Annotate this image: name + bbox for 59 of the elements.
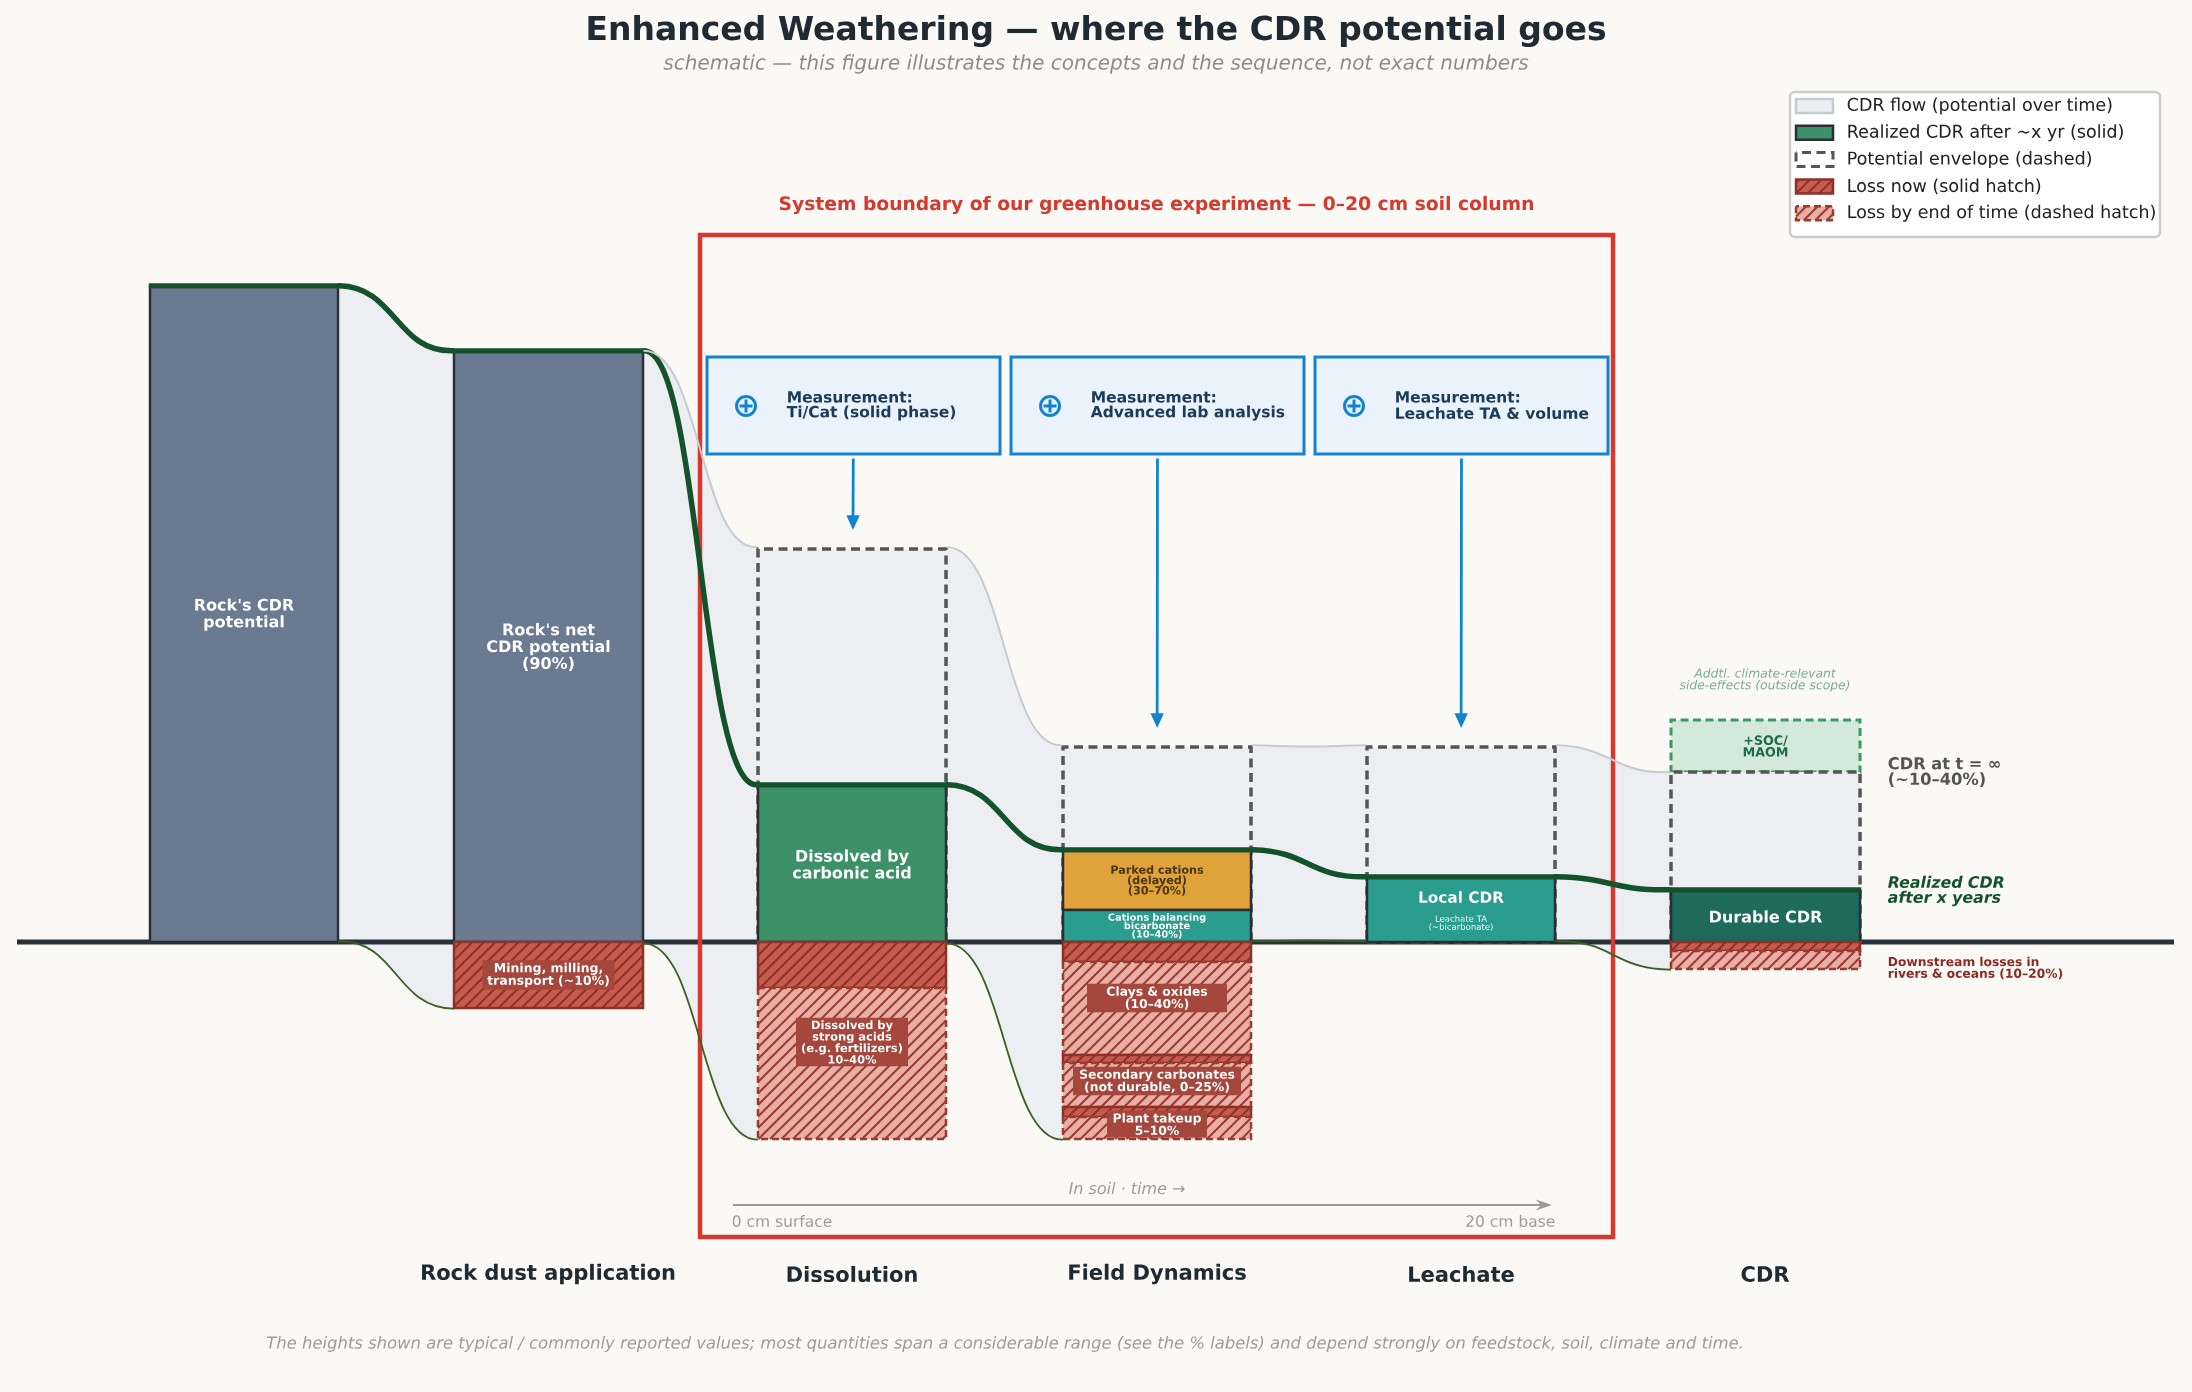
flow-line xyxy=(1555,940,1672,971)
realized-bar: Dissolved by carbonic acid xyxy=(756,782,948,944)
durable-bar: Durable CDR xyxy=(1669,887,1862,944)
cdr-bar: Local CDR Leachate TA (~bicarbonate) xyxy=(1365,874,1557,944)
stage-label: Leachate xyxy=(1409,1265,1514,1283)
axis-label: 20 cm base xyxy=(1466,1215,1555,1227)
loss-label: Plant takeup 5–10% xyxy=(1107,1110,1207,1138)
loss-bar xyxy=(1061,1110,1253,1141)
loss-bar xyxy=(1061,960,1253,1057)
loss-bar xyxy=(1061,1061,1253,1109)
flow-line xyxy=(1555,744,1671,774)
realized-cdr-line xyxy=(336,283,456,354)
loss-label: Mining, milling, transport (~10%) xyxy=(482,960,615,990)
legend-text: Realized CDR after ~x yr (solid) xyxy=(1848,124,2123,142)
title: Enhanced Weathering — where the CDR potential goes xyxy=(588,14,1606,48)
stage-label: Rock dust application xyxy=(422,1263,675,1285)
legend-text: Potential envelope (dashed) xyxy=(1848,151,2092,169)
loss-bar xyxy=(756,940,948,990)
axis-label: In soil · time → xyxy=(1069,1181,1185,1195)
realized-cdr-line xyxy=(641,348,760,788)
flow-line xyxy=(643,349,758,549)
loss-bar xyxy=(1669,940,1862,953)
rock-bar: Rock's net CDR potential (90%) xyxy=(452,348,645,944)
cation-bar: Cations balancing bicarbonate (10–40%) xyxy=(1061,908,1253,944)
realized-cdr-line xyxy=(1553,874,1673,893)
annotation: Realized CDR after x years xyxy=(1888,875,2004,907)
measurement-box: Measurement: Leachate TA & volume xyxy=(1313,355,1610,456)
stage-label: Dissolution xyxy=(787,1265,917,1283)
flow-line xyxy=(1251,744,1367,748)
stage-label: CDR xyxy=(1741,1266,1790,1282)
legend-text: Loss now (solid hatch) xyxy=(1848,178,2041,195)
loss-bar xyxy=(452,940,645,1010)
loss-bar xyxy=(1061,940,1253,964)
annotation: CDR at t = ∞ (~10–40%) xyxy=(1888,757,2000,787)
annotation: Addtl. climate-relevant side-effects (outside scope) xyxy=(1679,668,1850,692)
flow-line xyxy=(338,940,455,1010)
flow-line xyxy=(1251,939,1367,943)
boundary-title: System boundary of our greenhouse experiment — 0–20 cm soil column xyxy=(779,195,1533,215)
loss-label: Secondary carbonates (not durable, 0–25%) xyxy=(1073,1066,1241,1096)
legend-text: CDR flow (potential over time) xyxy=(1847,97,2112,115)
axis-label: 0 cm surface xyxy=(732,1215,832,1227)
legend-text: Loss by end of time (dashed hatch) xyxy=(1848,204,2155,222)
measurement-box: Measurement: Advanced lab analysis xyxy=(1009,355,1306,456)
measurement-box: Measurement: Ti/Cat (solid phase) xyxy=(705,355,1002,456)
loss-label: Dissolved by strong acids (e.g. fertilizers) 10–40% xyxy=(796,1017,908,1067)
stage-label: Field Dynamics xyxy=(1069,1263,1246,1285)
flow-line xyxy=(946,546,1063,747)
realized-cdr-line xyxy=(944,782,1065,853)
caption-text: The heights shown are typical / commonly reported values; most quantities span a considerable range (see the % labels) and depend strongly on feedstock, soil, climate and time. xyxy=(267,1336,1742,1352)
loss-label: Clays & oxides (10–40%) xyxy=(1087,983,1227,1013)
rock-bar: Rock's CDR potential xyxy=(148,283,340,944)
side-effect-box: +SOC/ MAOM xyxy=(1669,718,1862,774)
cation-bar: Parked cations (delayed) (30–70%) xyxy=(1061,847,1253,912)
subtitle: schematic — this figure illustrates the concepts and the sequence, not exact numbers xyxy=(663,54,1529,74)
flow-line xyxy=(945,942,1064,1141)
flow-line xyxy=(642,942,759,1141)
loss-bar xyxy=(756,986,948,1141)
annotation: Downstream losses in rivers & oceans (10–20%) xyxy=(1888,956,2063,980)
realized-cdr-line xyxy=(1249,847,1369,880)
